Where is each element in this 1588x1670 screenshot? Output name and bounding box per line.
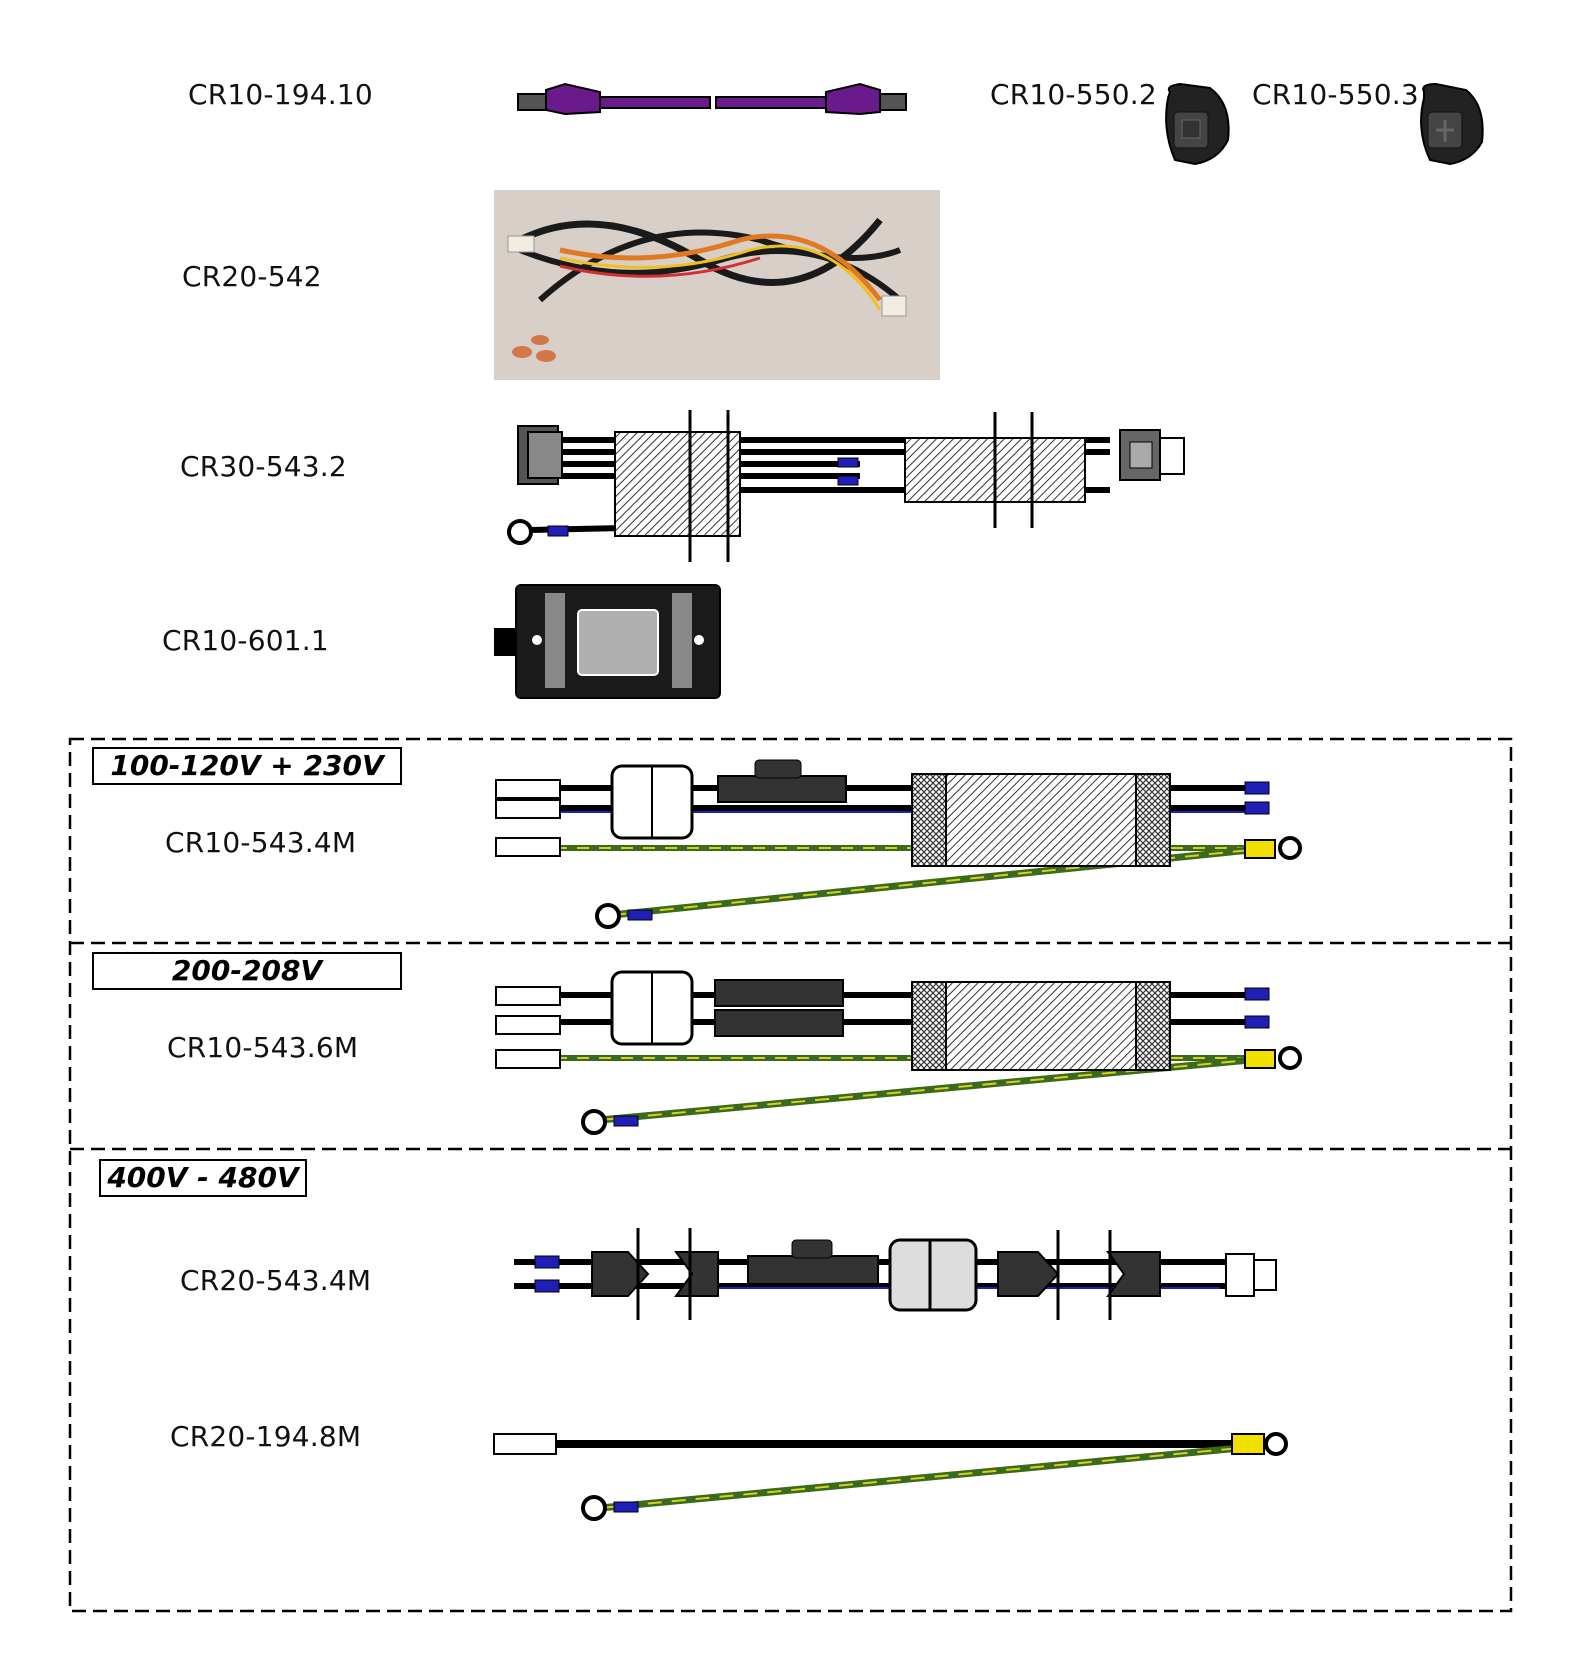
part-label-cr10-601-1: CR10-601.1 xyxy=(162,624,329,657)
connector-icon xyxy=(1420,82,1484,166)
part-label-cr20-542: CR20-542 xyxy=(182,260,322,293)
connector-icon xyxy=(1165,82,1230,166)
purple-patch-cable xyxy=(517,82,907,116)
wire-harness-cr10-543-4m xyxy=(495,759,1302,929)
part-label-cr10-194-10: CR10-194.10 xyxy=(188,78,373,111)
part-label-cr10-550-2: CR10-550.2 xyxy=(990,78,1157,111)
wire-harness-photo xyxy=(494,190,940,380)
part-label-cr10-543-6m: CR10-543.6M xyxy=(167,1031,359,1064)
part-label-cr20-194-8m: CR20-194.8M xyxy=(170,1420,362,1453)
part-label-cr20-543-4m: CR20-543.4M xyxy=(180,1264,372,1297)
part-label-cr30-543-2: CR30-543.2 xyxy=(180,450,347,483)
wire-harness-cr10-543-6m xyxy=(495,970,1302,1135)
wire-harness-cr20-543-4m xyxy=(514,1228,1277,1320)
wire-harness-cr30-543-2 xyxy=(507,410,1185,562)
voltage-group-label: 100-120V + 230V xyxy=(92,747,402,785)
voltage-group-label: 400V - 480V xyxy=(99,1159,307,1197)
part-label-cr10-550-3: CR10-550.3 xyxy=(1252,78,1419,111)
enclosure-box xyxy=(494,584,721,699)
part-label-cr10-543-4m: CR10-543.4M xyxy=(165,826,357,859)
voltage-group-label: 200-208V xyxy=(92,952,402,990)
ground-cable-cr20-194-8m xyxy=(493,1432,1288,1521)
